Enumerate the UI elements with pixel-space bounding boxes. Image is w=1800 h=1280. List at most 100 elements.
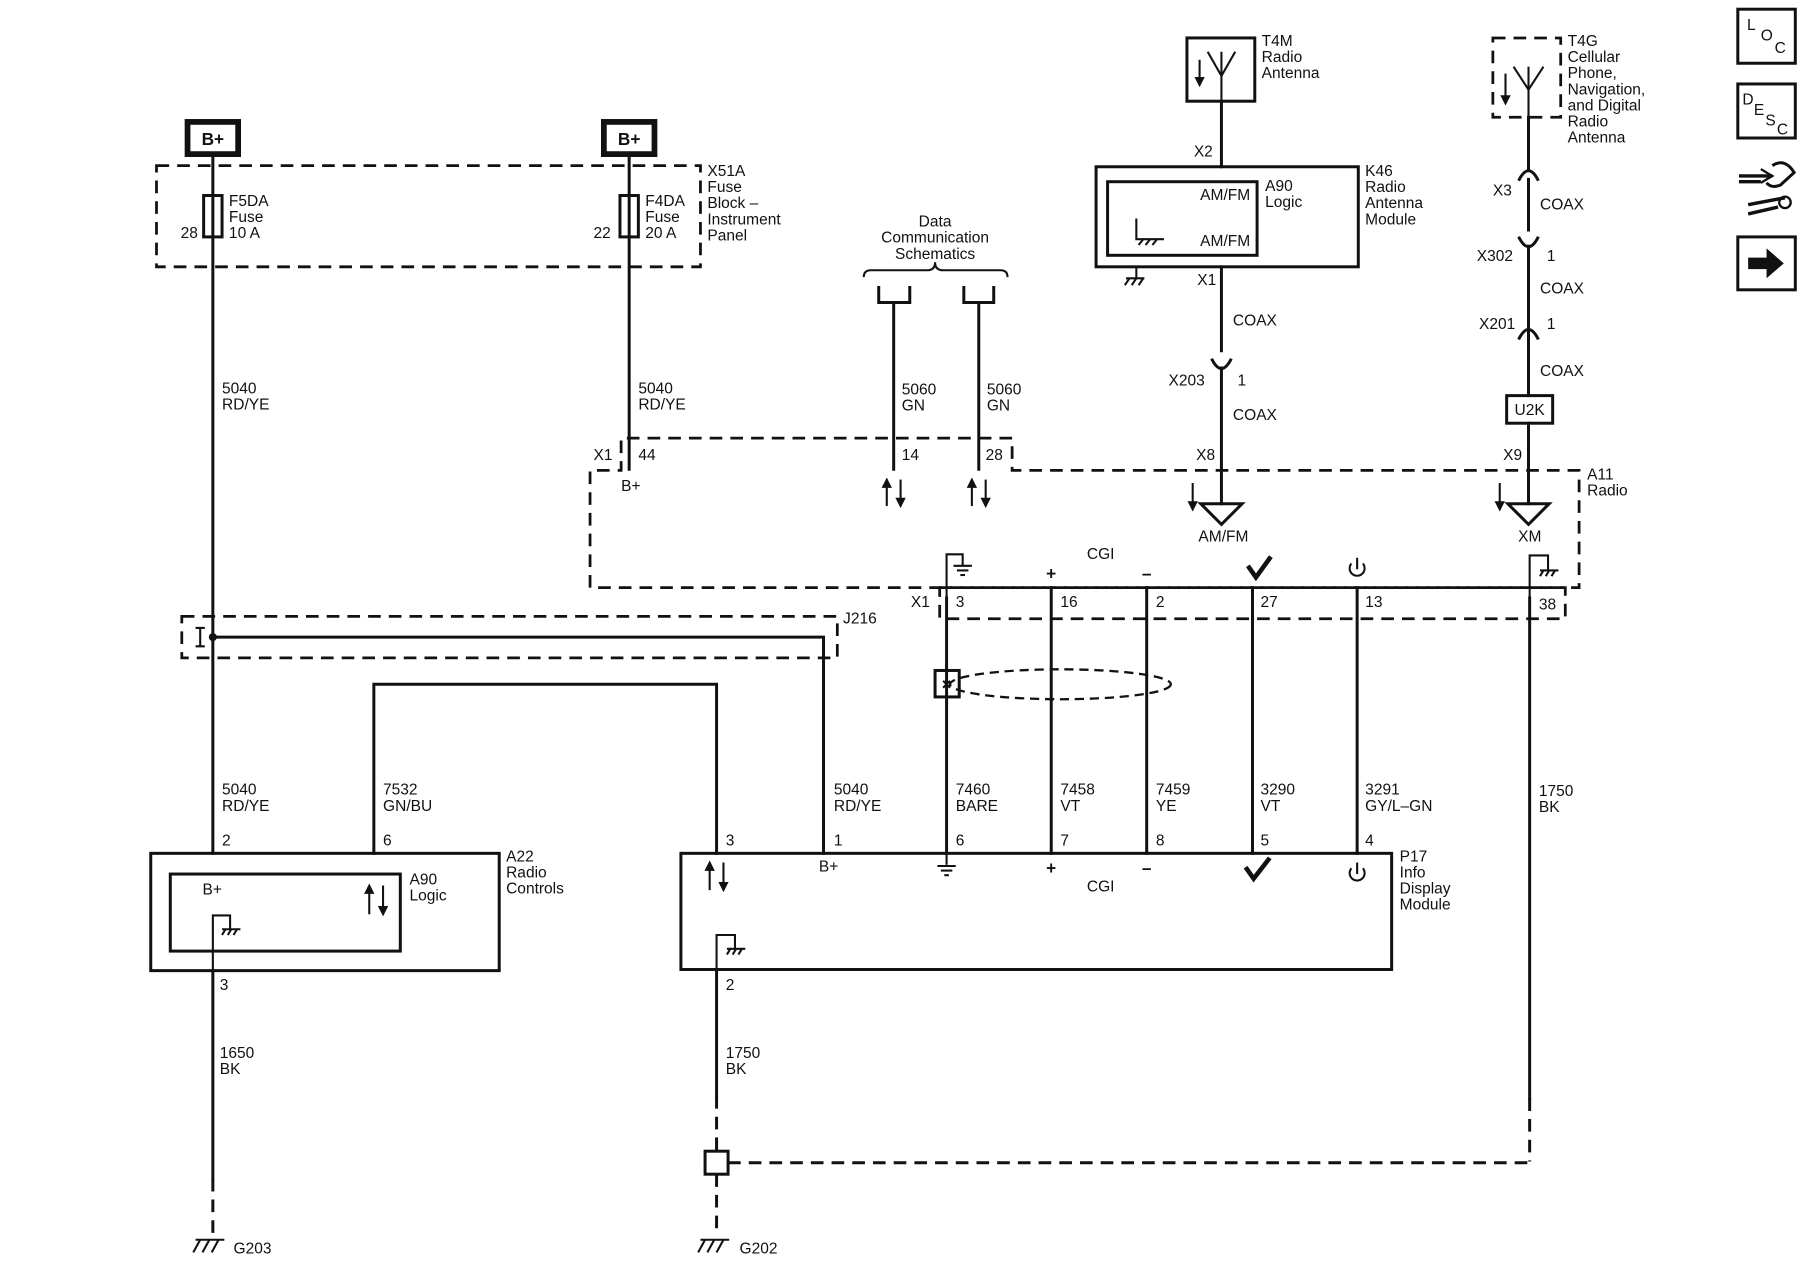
fuse-f4da-label: F4DA Fuse 20 A [645, 193, 685, 242]
fuse-block-label: X51A Fuse Block – Instrument Panel [707, 163, 781, 244]
svg-text:3: 3 [726, 832, 735, 849]
svg-text:3: 3 [956, 594, 965, 611]
fuse-f5da-label: F5DA Fuse 10 A [229, 193, 269, 242]
description-view-button[interactable]: D E S C [1736, 82, 1797, 140]
svg-text:K46: K46 [1365, 163, 1393, 180]
svg-text:X3: X3 [1493, 183, 1512, 200]
svg-text:5060: 5060 [987, 381, 1022, 398]
svg-text:3291: 3291 [1365, 782, 1400, 799]
svg-text:D: D [1742, 92, 1753, 109]
a11-ground-icon [945, 553, 972, 599]
a11-radio-module [588, 436, 1581, 590]
svg-text:Fuse: Fuse [645, 209, 680, 226]
next-page-arrow-button[interactable] [1736, 235, 1797, 292]
wire-7532 [372, 682, 719, 855]
svg-text:7: 7 [1060, 832, 1069, 849]
svg-text:X201: X201 [1479, 316, 1515, 333]
ground-g202-icon [697, 1238, 730, 1253]
svg-text:X203: X203 [1169, 372, 1205, 389]
serial-data-arrows-28 [966, 477, 991, 509]
svg-text:Navigation,: Navigation, [1568, 81, 1646, 98]
svg-text:F5DA: F5DA [229, 193, 269, 210]
t4m-antenna-icon [1194, 51, 1237, 102]
svg-text:BK: BK [1539, 799, 1560, 816]
svg-text:COAX: COAX [1540, 280, 1585, 297]
svg-text:7460: 7460 [956, 782, 991, 799]
ground-splice-g202 [703, 1149, 730, 1176]
fuse-block-x51a [155, 164, 702, 269]
svg-text:Panel: Panel [707, 227, 747, 244]
t4g-antenna-icon [1500, 66, 1545, 118]
svg-text:10 A: 10 A [229, 225, 261, 242]
p17-check-icon [1243, 856, 1272, 883]
svg-text:T4G: T4G [1568, 33, 1598, 50]
fuse-f5da-pin: 28 [181, 225, 198, 242]
svg-text:Schematics: Schematics [895, 246, 975, 263]
svg-text:YE: YE [1156, 798, 1177, 815]
a11-plus-icon: + [1046, 564, 1056, 584]
p17-label: P17 Info Display Module [1400, 848, 1451, 913]
t4m-label: T4M Radio Antenna [1262, 33, 1320, 82]
svg-text:Controls: Controls [506, 881, 564, 898]
location-view-button[interactable]: L O C [1736, 7, 1797, 65]
svg-text:2: 2 [1156, 594, 1165, 611]
k46-label: K46 Radio Antenna Module [1365, 163, 1423, 228]
a22-serial-arrows [364, 883, 389, 917]
svg-text:E: E [1754, 102, 1764, 119]
svg-text:G202: G202 [740, 1241, 778, 1258]
svg-text:CGI: CGI [1087, 546, 1115, 563]
battery-source-left: B+ [184, 119, 242, 157]
k46-logic-label: A90 Logic [1265, 178, 1302, 211]
svg-text:X9: X9 [1503, 447, 1522, 464]
svg-text:X1: X1 [1197, 272, 1216, 289]
p17-chassis-ground-icon [715, 933, 746, 970]
svg-text:13: 13 [1365, 594, 1382, 611]
svg-text:COAX: COAX [1233, 407, 1278, 424]
svg-text:X1: X1 [594, 447, 613, 464]
svg-text:8: 8 [1156, 832, 1165, 849]
connector-repair-icon[interactable] [1738, 161, 1797, 216]
arrow-right-icon [1748, 248, 1784, 279]
svg-text:Antenna: Antenna [1262, 65, 1320, 82]
svg-text:B+: B+ [202, 129, 225, 149]
svg-text:G203: G203 [234, 1241, 272, 1258]
svg-text:L: L [1747, 17, 1756, 34]
k46-radio-antenna-module [1094, 165, 1360, 269]
a11-xm-antenna-icon [1494, 483, 1553, 527]
p17-serial-arrows [704, 860, 729, 893]
svg-text:T4M: T4M [1262, 33, 1293, 50]
data-communication-label: Data Communication Schematics [881, 214, 989, 263]
p17-plus-icon: + [1046, 858, 1056, 878]
svg-text:GN/BU: GN/BU [383, 798, 432, 815]
svg-text:Fuse: Fuse [229, 209, 264, 226]
svg-text:16: 16 [1060, 594, 1077, 611]
svg-text:Antenna: Antenna [1568, 130, 1626, 147]
svg-text:B+: B+ [202, 882, 221, 899]
splice-j216 [180, 615, 839, 660]
svg-text:CGI: CGI [1087, 878, 1115, 895]
svg-text:Display: Display [1400, 881, 1451, 898]
svg-text:X51A: X51A [707, 163, 746, 180]
a11-check-icon [1246, 555, 1273, 582]
k46-ground-icon [1123, 266, 1145, 286]
svg-text:7459: 7459 [1156, 782, 1191, 799]
svg-text:5: 5 [1261, 832, 1270, 849]
p17-power-icon [1348, 862, 1366, 882]
wire-5040-j216-to-p17 [211, 635, 826, 855]
svg-text:Info: Info [1400, 864, 1426, 881]
svg-text:X1: X1 [911, 594, 930, 611]
shield-drain-connector [933, 668, 961, 699]
svg-text:GN: GN [902, 398, 925, 415]
p17-info-display-module [679, 851, 1394, 971]
a11-chassis-ground-icon [1528, 554, 1559, 599]
a11-label: A11 Radio [1587, 467, 1628, 500]
svg-text:A11: A11 [1587, 467, 1613, 484]
data-comm-brace [862, 262, 1009, 278]
svg-text:and Digital: and Digital [1568, 97, 1641, 114]
svg-text:F4DA: F4DA [645, 193, 685, 210]
a11-power-icon [1348, 557, 1366, 577]
svg-text:BK: BK [220, 1061, 241, 1078]
svg-text:Module: Module [1365, 211, 1416, 228]
svg-text:Instrument: Instrument [707, 211, 781, 228]
